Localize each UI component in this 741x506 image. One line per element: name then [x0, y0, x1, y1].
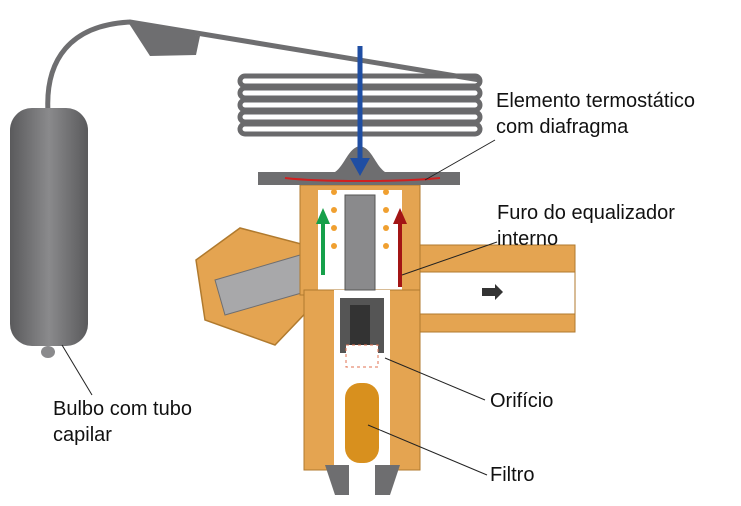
bulb-tip	[41, 346, 55, 358]
equalizer-pressure-arrow-up-red	[393, 208, 407, 287]
label-orifice: Orifício	[490, 390, 554, 412]
diaphragm	[284, 177, 441, 182]
pressure-arrow-down	[350, 46, 370, 176]
label-line: com diafragma	[496, 116, 629, 138]
push-rod	[344, 194, 376, 291]
spring	[331, 189, 389, 249]
filter-screen	[345, 383, 379, 463]
capillary-clamp	[128, 22, 200, 56]
label-line: Elemento termostático	[496, 90, 695, 112]
label-line: Furo do equalizador	[497, 202, 675, 224]
label-line: Bulbo com tubo	[53, 398, 192, 420]
flow-arrow	[482, 284, 503, 300]
label-thermostatic-element: Elemento termostático com diafragma	[496, 88, 695, 140]
label-bulb: Bulbo com tubo capilar	[53, 396, 192, 448]
leader-lines	[367, 139, 498, 476]
bulb-pressure-arrow-up-green	[316, 208, 330, 275]
outlet-tube	[394, 244, 576, 333]
label-line: interno	[497, 228, 559, 250]
sensing-bulb	[10, 108, 88, 346]
bulb-leader	[61, 344, 93, 396]
capillary-tube	[45, 19, 481, 113]
label-line: capilar	[53, 424, 112, 446]
label-filter: Filtro	[490, 464, 535, 486]
label-equalizer-hole: Furo do equalizador interno	[497, 200, 675, 252]
orifice-assembly	[340, 298, 384, 368]
